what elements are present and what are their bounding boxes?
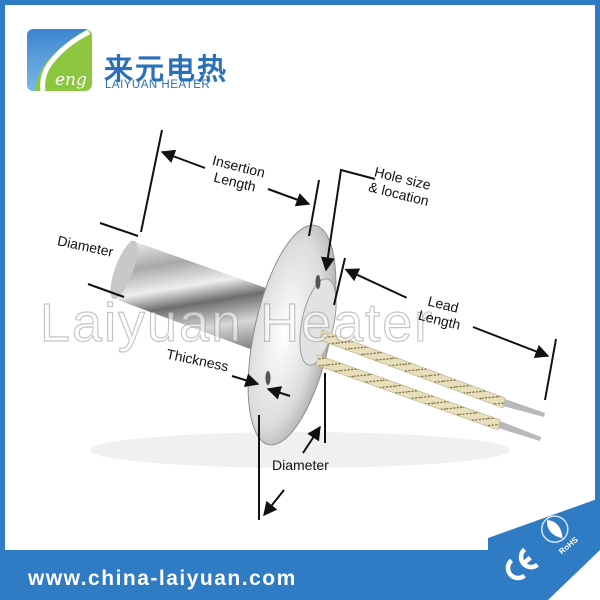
label-diameter-flange: Diameter (272, 457, 329, 473)
svg-text:eng: eng (55, 70, 87, 90)
ce-mark-icon (505, 547, 539, 581)
certification-badge: RoHS (488, 498, 600, 600)
brand-name-en: LAIYUAN HEATER (105, 79, 211, 91)
watermark: Laiyuan Heater (39, 292, 435, 353)
brand-name-cn: 来元电热 (104, 52, 229, 86)
website-url[interactable]: www.china-laiyuan.com (28, 567, 297, 590)
brand-logo-icon: eng (27, 29, 92, 91)
dimension-lines (87, 129, 557, 520)
lead-wires (315, 329, 545, 441)
